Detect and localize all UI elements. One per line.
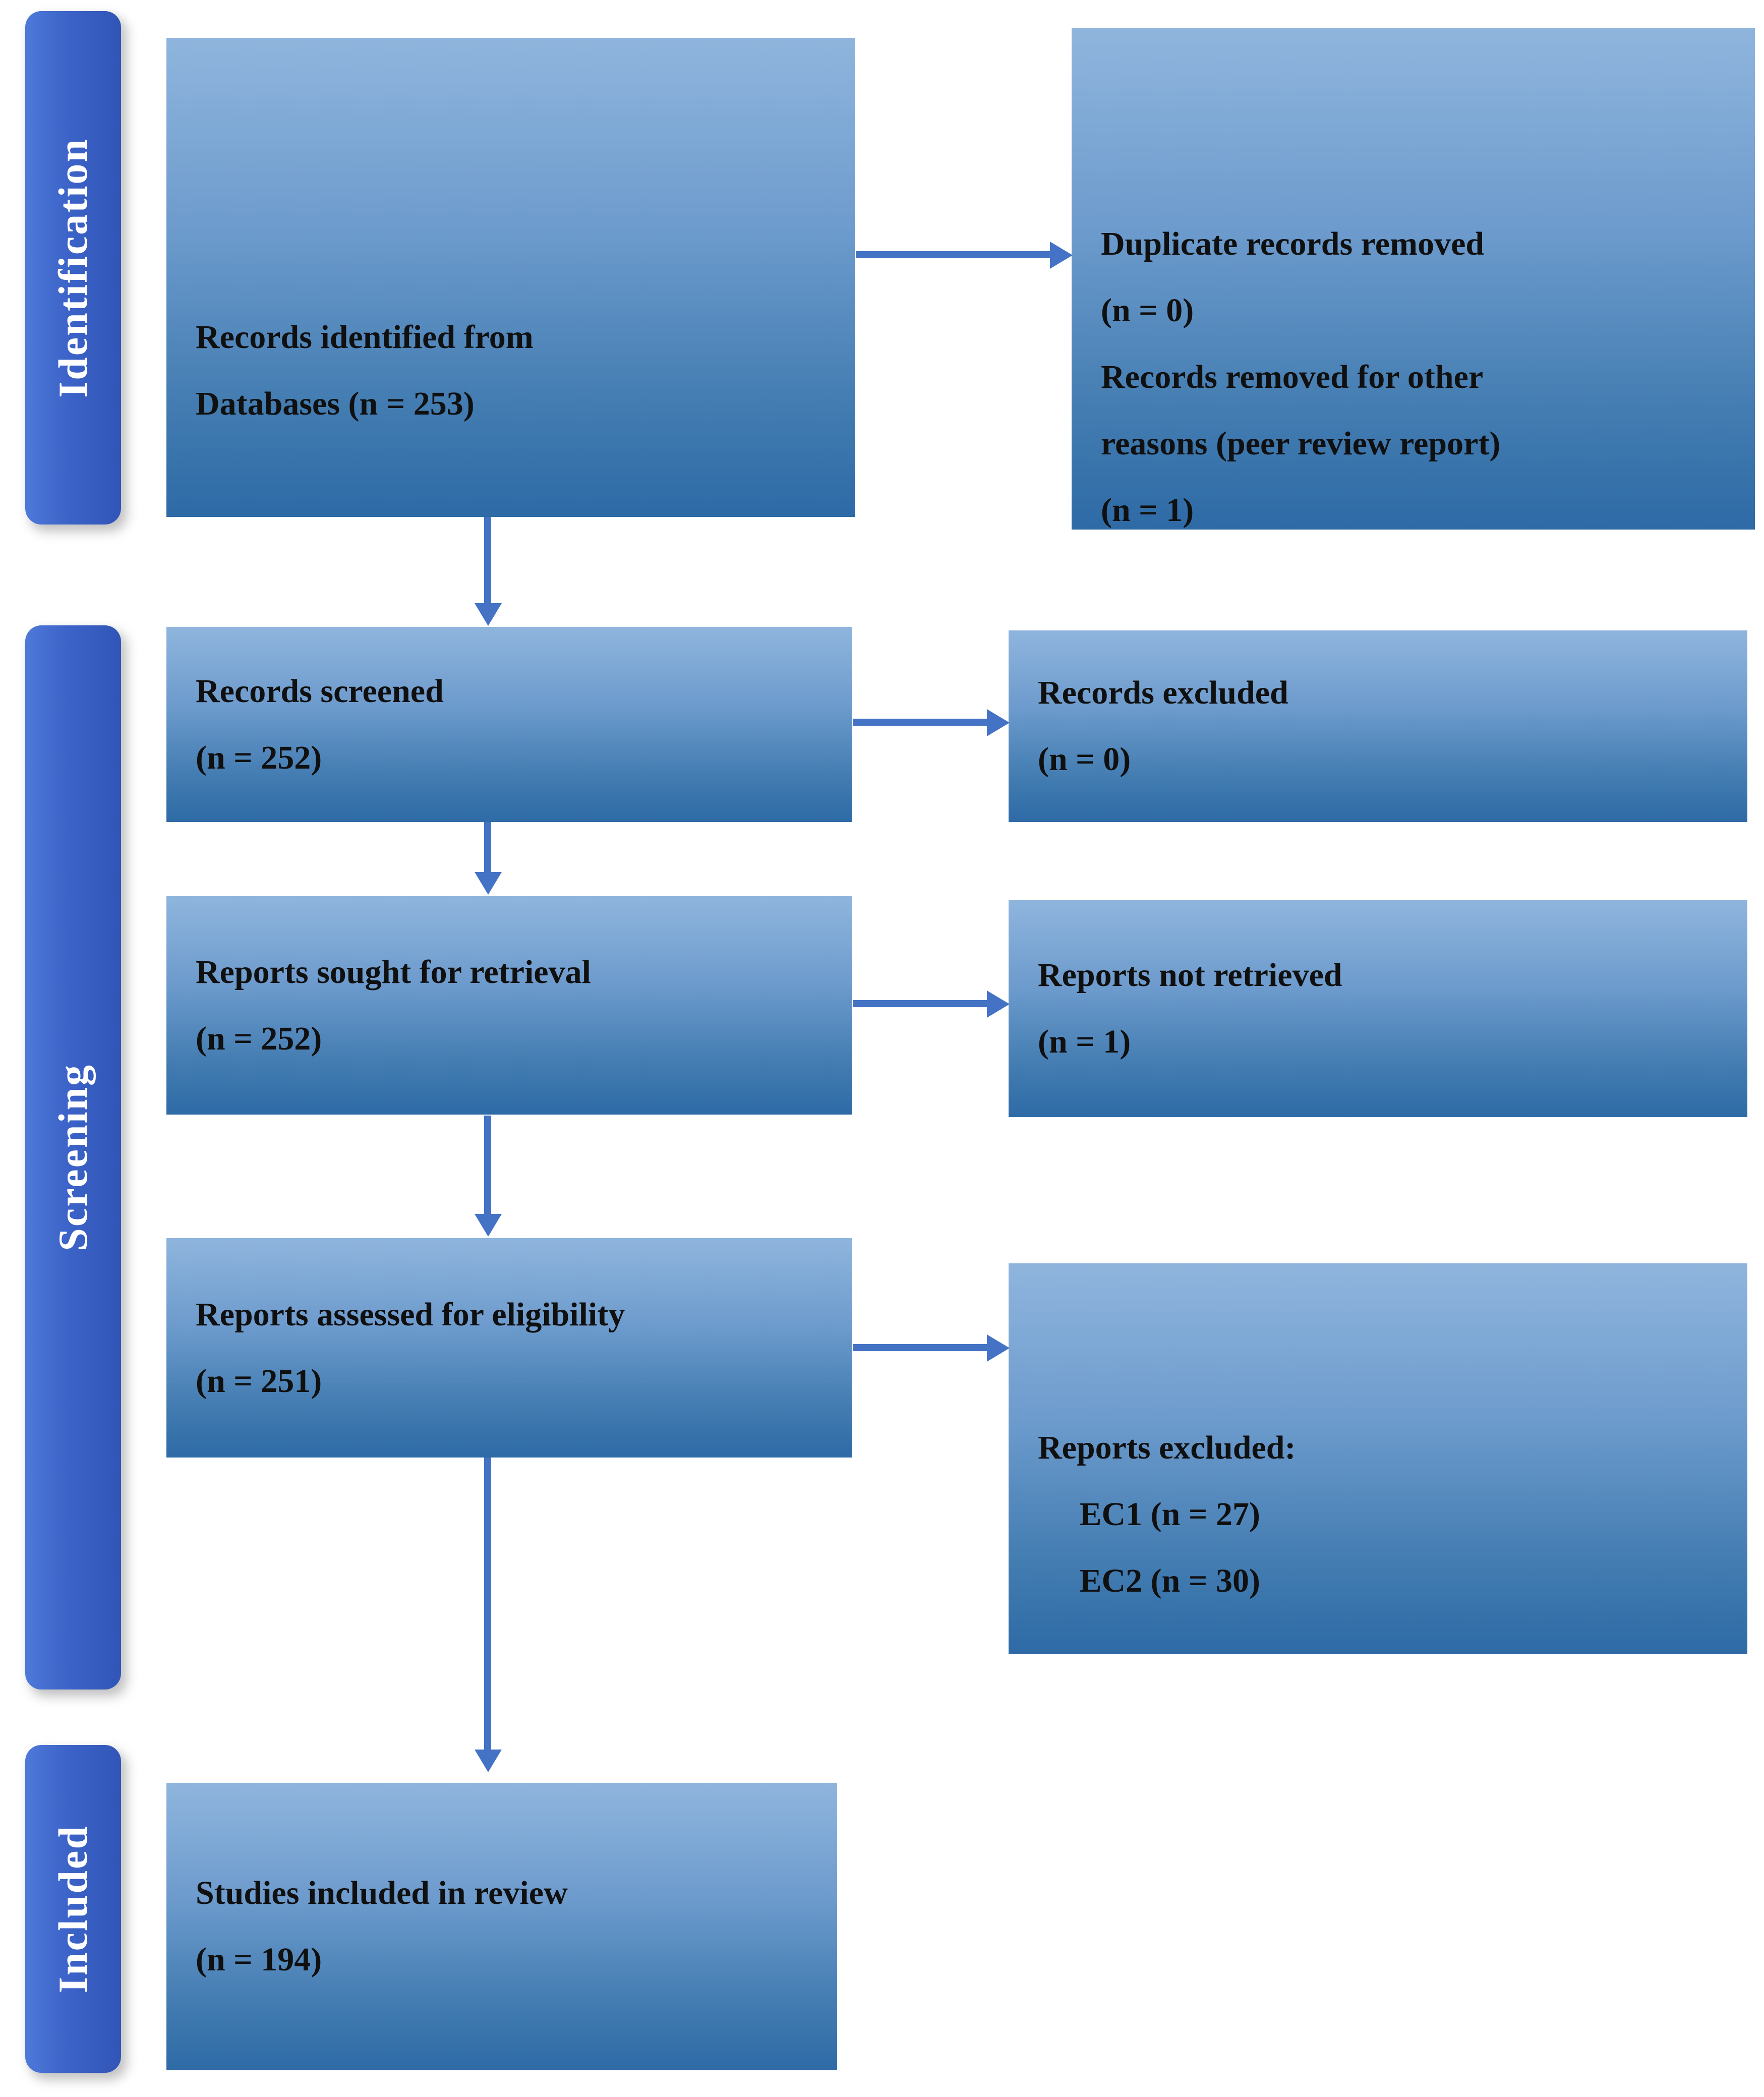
arrow-shaft <box>853 1344 987 1351</box>
box-reports-assessed: Reports assessed for eligibility (n = 25… <box>166 1238 852 1458</box>
arrow-shaft <box>484 1458 491 1750</box>
box-records-excluded: Records excluded (n = 0) <box>1009 630 1747 822</box>
stage-bar-identification: Identification <box>25 11 121 525</box>
box-duplicates-removed-text: Duplicate records removed (n = 0) Record… <box>1101 225 1501 529</box>
stage-bar-included: Included <box>25 1745 121 2073</box>
box-duplicates-removed: Duplicate records removed (n = 0) Record… <box>1072 28 1755 530</box>
arrow-shaft <box>484 1116 491 1214</box>
stage-bar-screening: Screening <box>25 625 121 1690</box>
arrow-down-icon <box>475 603 502 626</box>
arrow-shaft <box>484 822 491 872</box>
arrow-shaft <box>853 719 987 726</box>
arrow-shaft <box>853 1000 987 1007</box>
arrow-right-icon <box>1050 242 1073 269</box>
box-records-identified-text: Records identified from Databases (n = 2… <box>196 319 534 422</box>
box-reports-excluded: Reports excluded: EC1 (n = 27) EC2 (n = … <box>1009 1263 1747 1654</box>
arrow-down-icon <box>475 872 502 895</box>
arrow-down-icon <box>475 1214 502 1237</box>
box-records-identified: Records identified from Databases (n = 2… <box>166 38 855 517</box>
arrow-down-icon <box>475 1750 502 1772</box>
box-reports-excluded-text: Reports excluded: EC1 (n = 27) EC2 (n = … <box>1038 1429 1296 1599</box>
arrow-right-icon <box>987 1334 1010 1362</box>
box-reports-not-retrieved: Reports not retrieved (n = 1) <box>1009 900 1747 1117</box>
box-reports-not-retrieved-text: Reports not retrieved (n = 1) <box>1038 957 1342 1060</box>
box-studies-included-text: Studies included in review (n = 194) <box>196 1875 568 1978</box>
arrow-shaft <box>484 517 491 604</box>
box-reports-sought-text: Reports sought for retrieval (n = 252) <box>196 953 591 1057</box>
stage-label-screening: Screening <box>50 1064 96 1251</box>
stage-label-included: Included <box>50 1825 96 1993</box>
box-studies-included: Studies included in review (n = 194) <box>166 1783 837 2070</box>
stage-label-identification: Identification <box>50 138 96 398</box>
arrow-shaft <box>856 251 1050 258</box>
box-reports-sought: Reports sought for retrieval (n = 252) <box>166 896 852 1115</box>
arrow-right-icon <box>987 991 1010 1018</box>
arrow-right-icon <box>987 709 1010 736</box>
box-records-screened-text: Records screened (n = 252) <box>196 672 444 776</box>
box-records-excluded-text: Records excluded (n = 0) <box>1038 674 1288 778</box>
box-records-screened: Records screened (n = 252) <box>166 627 852 822</box>
box-reports-assessed-text: Reports assessed for eligibility (n = 25… <box>196 1296 625 1400</box>
